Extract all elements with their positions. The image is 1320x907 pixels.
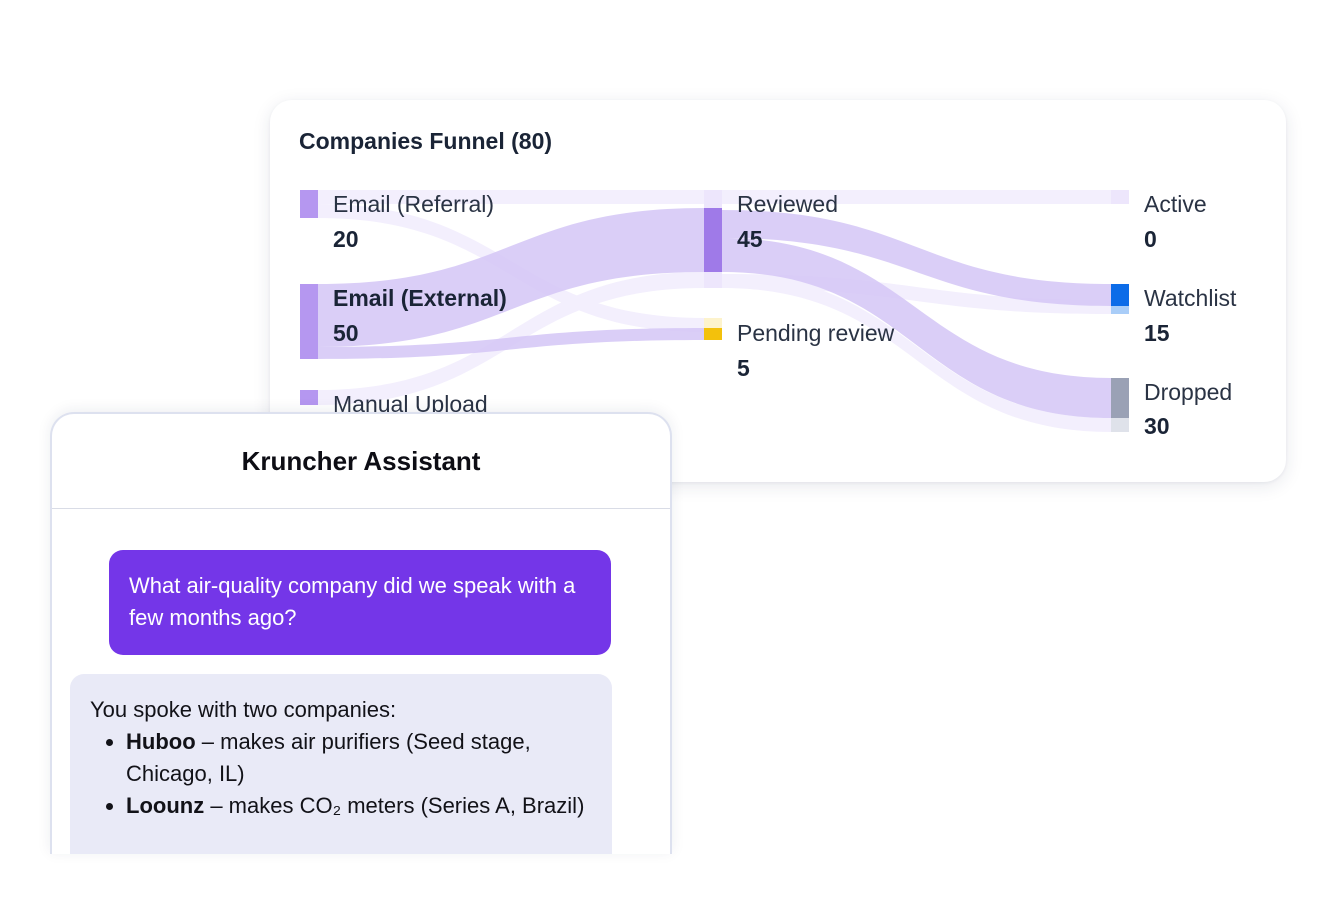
node-value-pending-review: 5 bbox=[737, 355, 750, 381]
flow-reviewed-dropped bbox=[722, 238, 1111, 418]
assistant-title: Kruncher Assistant bbox=[241, 445, 481, 476]
node-bar-reviewed bbox=[704, 208, 722, 272]
list-item: Loounz – makes CO₂ meters (Series A, Bra… bbox=[126, 790, 594, 822]
node-bar-email-external bbox=[300, 284, 318, 359]
node-label-active[interactable]: Active bbox=[1144, 191, 1207, 217]
node-label-pending-review[interactable]: Pending review bbox=[737, 320, 895, 346]
flow-reviewed-watchlist bbox=[722, 210, 1111, 306]
node-bar-pending-review bbox=[704, 328, 722, 340]
flow-email-external-pending bbox=[318, 328, 704, 359]
node-bar-watchlist bbox=[1111, 284, 1129, 306]
company-name: Huboo bbox=[126, 729, 196, 754]
node-bar-active bbox=[1111, 190, 1129, 204]
node-bar-reviewed-bottom bbox=[704, 272, 722, 288]
company-detail: – makes CO₂ meters (Series A, Brazil) bbox=[204, 793, 585, 818]
user-message-bubble: What air-quality company did we speak wi… bbox=[109, 550, 611, 655]
node-value-dropped: 30 bbox=[1144, 413, 1170, 439]
node-bar-watchlist-bottom bbox=[1111, 306, 1129, 314]
flow-email-external-reviewed bbox=[318, 208, 704, 347]
node-value-reviewed: 45 bbox=[737, 226, 763, 252]
node-value-active: 0 bbox=[1144, 226, 1157, 252]
node-label-watchlist[interactable]: Watchlist bbox=[1144, 285, 1237, 311]
node-value-watchlist: 15 bbox=[1144, 320, 1170, 346]
node-bar-manual-upload bbox=[300, 390, 318, 405]
node-value-email-external: 50 bbox=[333, 320, 359, 346]
list-item: Huboo – makes air purifiers (Seed stage,… bbox=[126, 726, 594, 790]
node-bar-reviewed-top bbox=[704, 190, 722, 208]
ghost-link bbox=[722, 274, 1111, 432]
node-label-email-referral[interactable]: Email (Referral) bbox=[333, 191, 495, 217]
node-label-dropped[interactable]: Dropped bbox=[1144, 379, 1233, 405]
node-bar-dropped bbox=[1111, 378, 1129, 418]
assistant-company-list: Huboo – makes air purifiers (Seed stage,… bbox=[90, 726, 594, 822]
funnel-sankey-chart bbox=[300, 190, 1129, 432]
company-detail: – makes air purifiers (Seed stage, Chica… bbox=[126, 729, 531, 786]
node-label-reviewed[interactable]: Reviewed bbox=[737, 191, 838, 217]
assistant-chat-panel: Kruncher Assistant What air-quality comp… bbox=[50, 412, 672, 854]
assistant-message-bubble: You spoke with two companies: Huboo – ma… bbox=[70, 674, 612, 854]
funnel-title: Companies Funnel (80) bbox=[299, 128, 553, 154]
node-bar-dropped-bottom bbox=[1111, 418, 1129, 432]
node-value-email-referral: 20 bbox=[333, 226, 359, 252]
node-bar-email-referral bbox=[300, 190, 318, 218]
node-label-email-external[interactable]: Email (External) bbox=[333, 285, 507, 311]
company-name: Loounz bbox=[126, 793, 205, 818]
node-bar-pending-top bbox=[704, 318, 722, 328]
assistant-header: Kruncher Assistant bbox=[52, 414, 670, 509]
assistant-message-intro: You spoke with two companies: bbox=[90, 697, 397, 722]
